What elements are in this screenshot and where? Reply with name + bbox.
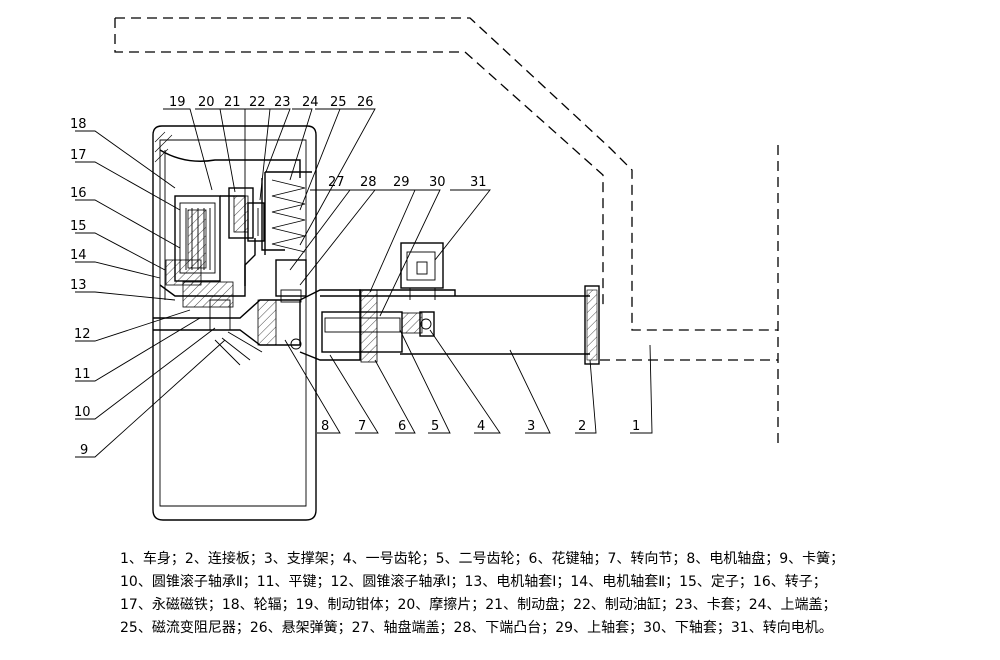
- part-label-11: 11: [74, 367, 91, 382]
- vehicle-body-outline: [114, 17, 779, 445]
- part-label-12: 12: [74, 327, 91, 342]
- part-label-10: 10: [74, 405, 91, 420]
- part-label-31: 31: [470, 175, 487, 190]
- part-label-6: 6: [398, 419, 406, 434]
- part-label-3: 3: [527, 419, 535, 434]
- part-label-16: 16: [70, 186, 87, 201]
- part-label-22: 22: [249, 95, 266, 110]
- part-label-14: 14: [70, 248, 87, 263]
- part-label-25: 25: [330, 95, 347, 110]
- legend-line: 25、磁流变阻尼器；26、悬架弹簧；27、轴盘端盖；28、下端凸台；29、上轴套…: [120, 620, 833, 636]
- steering-gears: [401, 311, 435, 337]
- part-label-26: 26: [357, 95, 374, 110]
- part-label-8: 8: [321, 419, 329, 434]
- part-label-4: 4: [477, 419, 485, 434]
- part-label-17: 17: [70, 148, 87, 163]
- part-label-15: 15: [70, 219, 87, 234]
- legend-line: 10、圆锥滚子轴承Ⅱ；11、平键；12、圆锥滚子轴承Ⅰ；13、电机轴套Ⅰ；14、…: [120, 574, 827, 590]
- part-label-24: 24: [302, 95, 319, 110]
- part-label-13: 13: [70, 278, 87, 293]
- part-label-7: 7: [358, 419, 366, 434]
- part-label-1: 1: [632, 419, 640, 434]
- legend-line: 17、永磁磁铁；18、轮辐；19、制动钳体；20、摩擦片；21、制动盘；22、制…: [120, 597, 837, 613]
- part-number-labels: 1 2 3 4 5 6 7 8 9 10 11 12 13 14 15 16 1…: [70, 95, 640, 458]
- part-label-2: 2: [578, 419, 586, 434]
- wheel-hub-motor-assembly-drawing: 1 2 3 4 5 6 7 8 9 10 11 12 13 14 15 16 1…: [70, 17, 779, 521]
- legend-line: 1、车身；2、连接板；3、支撑架；4、一号齿轮；5、二号齿轮；6、花键轴；7、转…: [120, 551, 845, 567]
- part-label-5: 5: [431, 419, 439, 434]
- part-label-19: 19: [169, 95, 186, 110]
- part-label-27: 27: [328, 175, 345, 190]
- part-label-29: 29: [393, 175, 410, 190]
- part-label-30: 30: [429, 175, 446, 190]
- part-label-9: 9: [80, 443, 88, 458]
- part-label-28: 28: [360, 175, 377, 190]
- leader-lines: [75, 108, 653, 458]
- wheel-tire: [152, 125, 317, 521]
- steering-motor: [400, 242, 444, 300]
- suspension-spring-damper: [264, 171, 312, 303]
- part-label-23: 23: [274, 95, 291, 110]
- part-label-20: 20: [198, 95, 215, 110]
- brake-assembly: [228, 178, 285, 251]
- parts-legend: 1、车身；2、连接板；3、支撑架；4、一号齿轮；5、二号齿轮；6、花键轴；7、转…: [120, 548, 980, 640]
- part-label-21: 21: [224, 95, 241, 110]
- support-frame: [320, 285, 600, 365]
- part-label-18: 18: [70, 117, 87, 132]
